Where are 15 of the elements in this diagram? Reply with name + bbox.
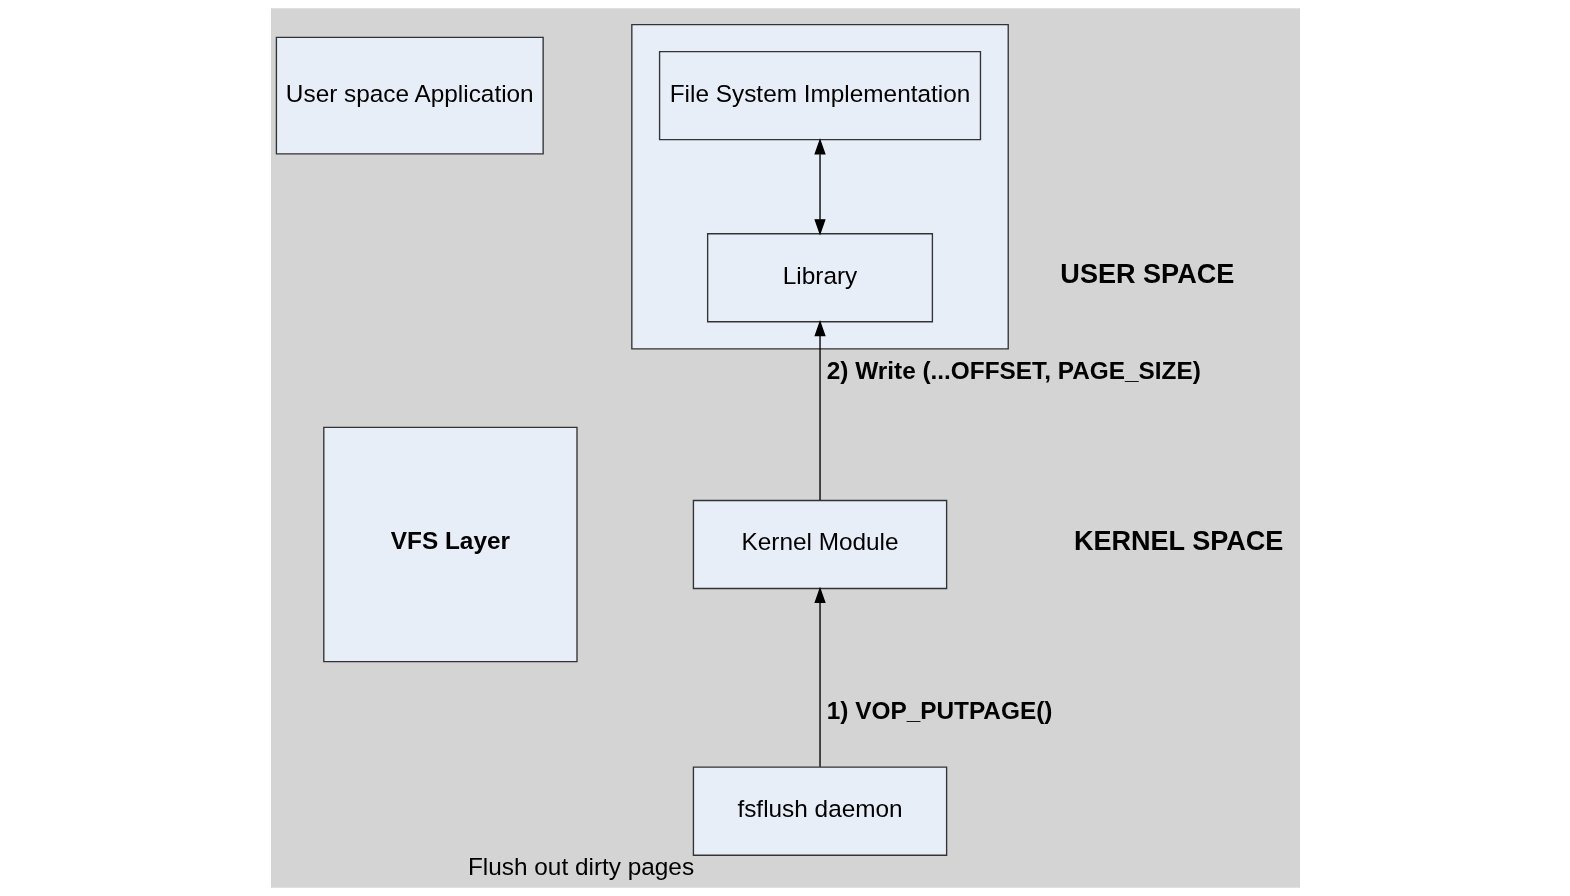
node-box: VFS Layer: [322, 426, 578, 663]
arrow: [813, 586, 826, 768]
arrow: [813, 138, 826, 236]
edge-label: 2) Write (...OFFSET, PAGE_SIZE): [826, 357, 1201, 385]
node-box: File System Implementation: [658, 50, 981, 141]
label: USER SPACE: [1059, 258, 1234, 290]
arrow: [813, 320, 826, 501]
node-box: fsflush daemon: [692, 766, 947, 856]
node-box: User space Application: [275, 36, 544, 155]
label: KERNEL SPACE: [1073, 524, 1283, 556]
node-box: Library: [706, 233, 933, 323]
edge-label: 1) VOP_PUTPAGE(): [826, 696, 1052, 724]
node-box: Kernel Module: [692, 499, 947, 590]
node-label: Flush out dirty pages: [467, 852, 694, 880]
cluster: [630, 23, 1009, 350]
